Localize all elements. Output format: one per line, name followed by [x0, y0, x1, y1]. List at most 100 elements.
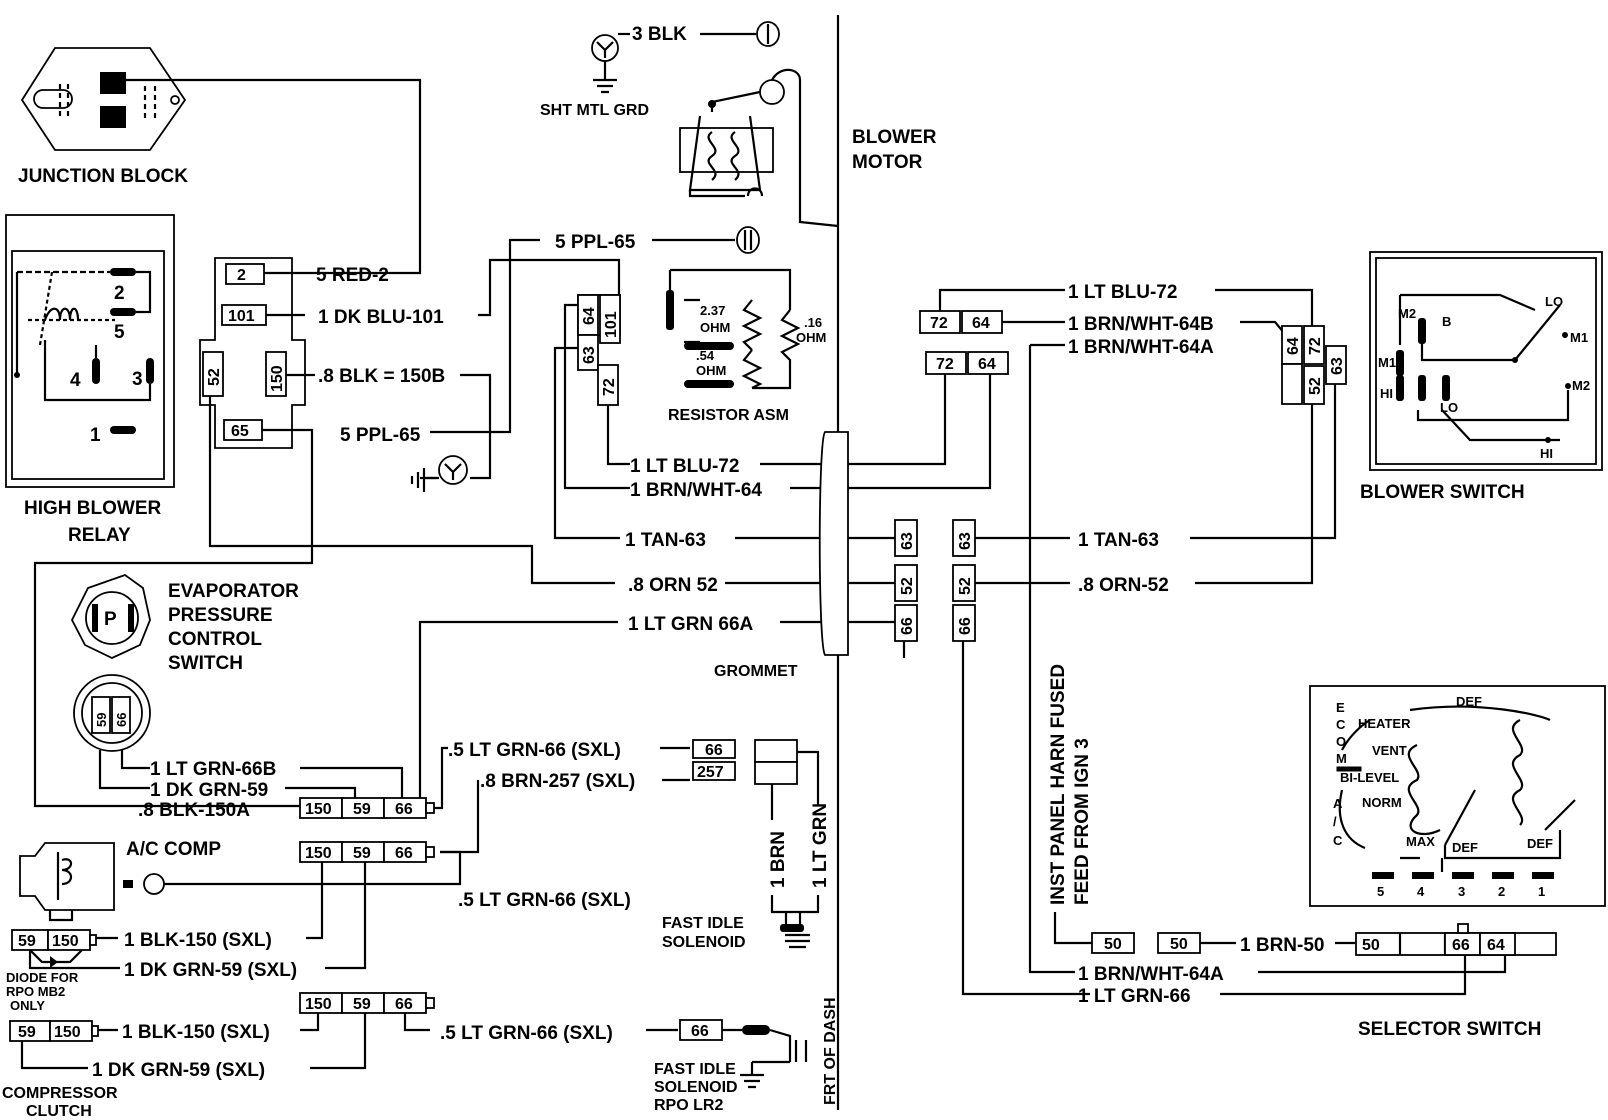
bs-m2-right-label: M2	[1572, 378, 1590, 393]
bs-wiper	[1420, 304, 1561, 362]
bs-hi-node	[1545, 437, 1551, 443]
conn-bs-52	[1303, 365, 1325, 405]
wire-ltgrn-66a-label: 1 LT GRN 66A	[628, 614, 754, 635]
conn-bs-63-label: 63	[1329, 357, 1346, 375]
conn-ev-66-label: 66	[114, 713, 129, 727]
diode-label-2: RPO MB2	[6, 984, 65, 999]
ss-cam-right	[1511, 719, 1524, 826]
junction-block-terminal-top	[100, 72, 126, 94]
wire-ltblu-72-left-run	[606, 405, 630, 466]
conn-gR-52-label: 52	[957, 577, 974, 595]
ground-symbol-ppl65	[444, 463, 462, 480]
conn-jb-65-label: 65	[231, 423, 249, 440]
wire-red-2-label: 5 RED-2	[316, 265, 389, 286]
junction-block-label: JUNCTION BLOCK	[18, 166, 188, 187]
relay-pin-3	[146, 358, 154, 384]
res-coil-237	[741, 299, 763, 351]
wire-dkgrn-59-sxl-2-run	[310, 1013, 367, 1070]
motor-housing-lines	[688, 115, 762, 192]
fast-idle-label-2: SOLENOID	[662, 934, 746, 951]
wire-blk-150b-run	[460, 373, 492, 480]
conn-gR-63-label: 63	[957, 532, 974, 550]
ss-econ-o: O	[1336, 734, 1346, 749]
conn-gL-52-label: 52	[899, 577, 916, 595]
conn-fi-257-label: 257	[697, 764, 724, 781]
wire-red-2-run	[113, 78, 422, 275]
conn-fi-socket-1	[754, 739, 798, 763]
res-16-ohm-label: OHM	[796, 330, 826, 345]
res-conn-101	[599, 294, 621, 344]
fast-idle-lr2-label-3: RPO LR2	[654, 1097, 723, 1114]
wire-brnwht-64a-run	[1028, 345, 1075, 974]
wire-ltgrn-66-sxl-2-label: .5 LT GRN-66 (SXL)	[458, 890, 631, 911]
conn-c3-150-label: 150	[305, 996, 332, 1013]
ss-mode-def-right: DEF	[1527, 836, 1553, 851]
ss-pin-1-label: 1	[1538, 884, 1545, 899]
blower-motor-label-1: BLOWER	[852, 127, 937, 148]
conn-jb-52-label: 52	[206, 368, 223, 386]
conn-fi-66-label: 66	[705, 742, 723, 759]
relay-pin-3-label: 3	[132, 369, 143, 390]
ss-ac-c: C	[1333, 833, 1343, 848]
res-conn-72-label: 72	[601, 378, 618, 396]
ss-mode-def-top: DEF	[1456, 694, 1482, 709]
res-coil-54	[741, 349, 763, 389]
bs-b-blade-low	[1418, 375, 1426, 401]
ss-pin-2-label: 2	[1498, 884, 1505, 899]
wire-dkgrn-59-sxl-1-run	[325, 862, 367, 970]
res-conn-64-label: 64	[581, 307, 598, 325]
conn-cc-59-label: 59	[18, 1024, 36, 1041]
conn-jb-150-label: 150	[269, 365, 286, 392]
relay-pin-5	[110, 308, 136, 316]
relay-connector-cluster: 2 101 52 150 65	[199, 257, 306, 449]
ss-econ-m: M	[1336, 751, 1347, 766]
lr2-wire	[769, 1028, 792, 1062]
wire-ltgrn-66-bottom	[1220, 955, 1467, 996]
ac-comp-lead	[48, 910, 74, 922]
res-blade-3	[684, 380, 734, 388]
bs-lo-lead	[1441, 409, 1560, 442]
wire-cc-59-stub	[20, 1041, 88, 1070]
diode-symbol	[50, 956, 58, 968]
conn-jb-101-label: 101	[228, 308, 255, 325]
wire-blk-150-sxl-1-label: 1 BLK-150 (SXL)	[124, 930, 272, 951]
ss-strip-64-label: 64	[1487, 937, 1505, 954]
conn-fi-socket-2	[754, 761, 798, 785]
bs-m1-left-label: M1	[1378, 355, 1396, 370]
ss-bottom-bus	[1443, 830, 1562, 860]
connector-strip-2: 150 59 66	[299, 841, 435, 863]
conn-c3-66-label: 66	[395, 996, 413, 1013]
wire-orn-52-right	[1195, 402, 1314, 585]
ac-comp-connector	[143, 873, 165, 895]
relay-pin-2	[110, 268, 136, 276]
high-blower-relay: 2 5 4 3 1 HIGH BLOWER RELAY	[5, 214, 175, 546]
wire-ltgrn-66-bottom-label: 1 LT GRN-66	[1078, 986, 1191, 1007]
fast-idle-ground	[785, 933, 810, 949]
grommet-label: GROMMET	[714, 663, 798, 680]
ss-pin-3-label: 3	[1458, 884, 1465, 899]
conn-bs-empty	[1281, 363, 1303, 405]
res-conn-63	[577, 334, 599, 371]
wire-dkgrn-59-label: 1 DK GRN-59	[150, 780, 268, 801]
ground-bars-ppl65	[410, 468, 439, 492]
conn-cc-150-label: 150	[54, 1024, 81, 1041]
wire-brnwht-64a-bottom-label: 1 BRN/WHT-64A	[1078, 964, 1224, 985]
ss-ac-arc	[1338, 789, 1366, 850]
relay-armature	[38, 271, 54, 346]
res-lead-1	[684, 298, 700, 344]
blower-switch-label: BLOWER SWITCH	[1360, 482, 1525, 503]
conn-ss-50-label: 50	[1170, 936, 1188, 953]
wire-dkgrn-59-stub	[98, 750, 150, 790]
wire-blk-150a-label: .8 BLK-150A	[138, 800, 250, 821]
bs-pivot	[1512, 357, 1518, 363]
wire-ltgrn-66-bottom-run	[961, 641, 1090, 996]
conn-bs-63	[1325, 345, 1347, 385]
wire-blk-150-sxl-2-run	[300, 1013, 320, 1032]
high-blower-relay-label-1: HIGH BLOWER	[24, 498, 161, 519]
junction-block: JUNCTION BLOCK	[18, 47, 188, 187]
wire-blk-150-sxl-1-run	[306, 862, 324, 940]
conn-gR-66-label: 66	[957, 617, 974, 635]
blower-switch-connector: 64 72 52 63	[1281, 325, 1347, 405]
conn-mid-64b-label: 64	[978, 356, 996, 373]
motor-ground-lead	[746, 187, 764, 197]
